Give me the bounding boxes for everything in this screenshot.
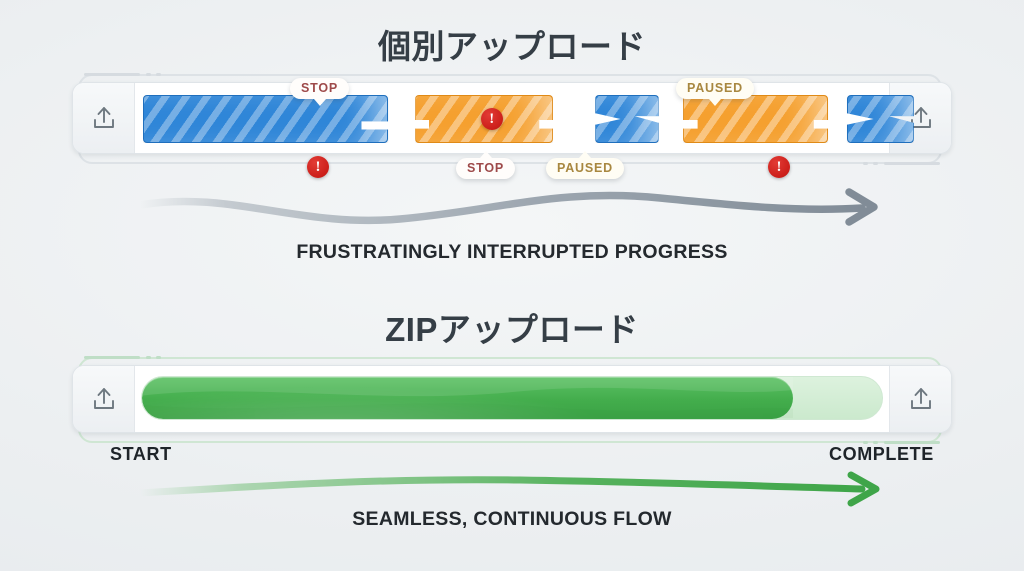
- zip-progress-track-bg: [141, 376, 883, 420]
- frame-dash-dot-3: [873, 162, 878, 165]
- zip-progress-fill: [142, 377, 794, 419]
- frame-dash-long: [84, 73, 140, 76]
- zip-upload-panel: [72, 356, 952, 444]
- status-pill-paused-bottom: PAUSED: [546, 151, 624, 179]
- frame-dash-long-2: [884, 162, 940, 165]
- error-badge-below-1[interactable]: !: [307, 156, 329, 178]
- frame-dash-dot-green-3: [873, 441, 878, 444]
- zip-progress-frame: [72, 365, 952, 433]
- status-pill-stop-bottom: STOP: [456, 151, 516, 179]
- frame-dash-dot-green-2: [156, 356, 161, 359]
- progress-segment-1: [142, 95, 389, 143]
- progress-segment-2: [415, 95, 553, 143]
- individual-progress-track[interactable]: ! !: [135, 83, 914, 153]
- individual-upload-panel: ! !: [72, 73, 952, 165]
- page-title-zip: ZIPアップロード: [385, 311, 639, 348]
- page-title-individual: 個別アップロード: [378, 28, 646, 65]
- frame-dash-long-green: [84, 356, 140, 359]
- frame-dash-long-green-2: [884, 441, 940, 444]
- label-complete: COMPLETE: [829, 444, 934, 464]
- upload-button-right-zip[interactable]: [889, 366, 951, 432]
- individual-progress-frame: ! !: [72, 82, 952, 154]
- error-glyph: !: [315, 158, 321, 175]
- error-glyph: !: [489, 110, 495, 127]
- upload-icon: [89, 384, 119, 414]
- zip-progress-track[interactable]: [135, 366, 889, 432]
- error-badge-below-2[interactable]: !: [768, 156, 790, 178]
- progress-segment-3: [595, 95, 659, 143]
- frame-dash-dot-green-4: [863, 441, 868, 444]
- frame-dash-dot-2: [156, 73, 161, 76]
- upload-icon: [906, 384, 936, 414]
- upload-icon: [89, 103, 119, 133]
- upload-button-left[interactable]: [73, 83, 135, 153]
- segment-area: ! !: [140, 83, 914, 153]
- frame-dash-dot-1: [146, 73, 151, 76]
- label-start: START: [110, 444, 172, 464]
- status-pill-stop-top: STOP: [290, 78, 350, 106]
- caption-interrupted: FRUSTRATINGLY INTERRUPTED PROGRESS: [296, 241, 728, 263]
- status-pill-paused-top: PAUSED: [676, 78, 754, 106]
- upload-button-left-zip[interactable]: [73, 366, 135, 432]
- frame-dash-dot-4: [863, 162, 868, 165]
- progress-wave-decoration: [142, 377, 794, 418]
- progress-segment-4: [683, 95, 829, 143]
- caption-seamless: SEAMLESS, CONTINUOUS FLOW: [352, 508, 672, 530]
- error-badge-inline-1[interactable]: !: [480, 108, 503, 130]
- frame-dash-dot-green-1: [146, 356, 151, 359]
- error-glyph: !: [776, 158, 782, 175]
